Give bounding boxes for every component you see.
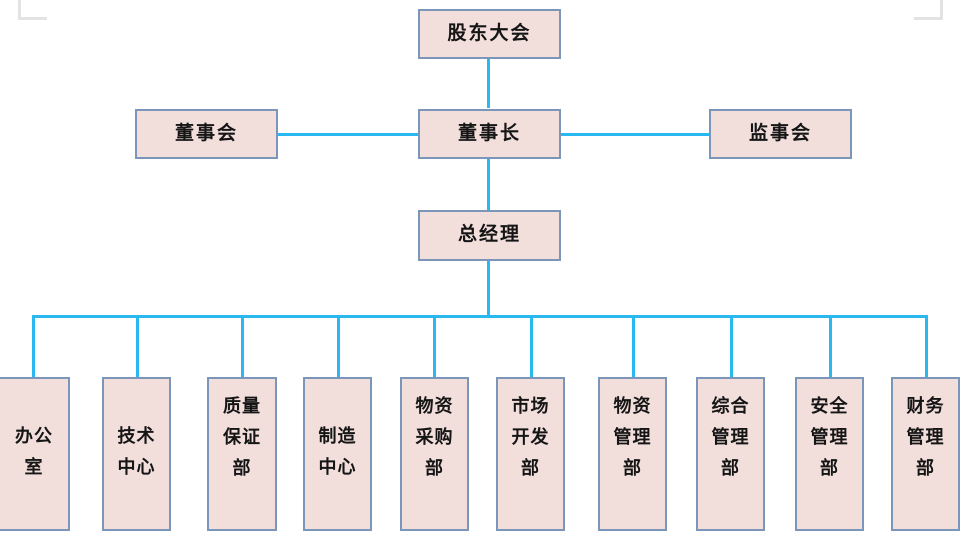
node-materials-procurement-dept[interactable]: 物资 采购 部 [400,377,469,531]
connector-general-manager-to-bus [487,261,490,317]
node-label-safety-management-dept: 安全 管理 部 [810,396,849,478]
connector-drop-market-development [530,315,533,377]
node-label-technology-center: 技术 中心 [117,426,156,477]
connector-drop-technology-center [136,315,139,377]
node-label-shareholders-meeting: 股东大会 [447,22,532,44]
node-label-manufacturing-center: 制造 中心 [318,426,357,477]
node-label-market-development-dept: 市场 开发 部 [511,396,550,478]
connector-drop-manufacturing-center [337,315,340,377]
connector-drop-general-management [730,315,733,377]
node-label-general-management-dept: 综合 管理 部 [711,396,750,478]
node-board-of-supervisors[interactable]: 监事会 [709,109,852,159]
connector-chairman-to-board-of-supervisors [560,133,710,136]
node-board-of-directors[interactable]: 董事会 [135,109,278,159]
node-label-quality-assurance-dept: 质量 保证 部 [223,396,261,478]
node-shareholders-meeting[interactable]: 股东大会 [418,9,561,59]
connector-chairman-to-board-of-directors [277,133,418,136]
connector-drop-materials-management [632,315,635,377]
node-label-board-of-supervisors: 监事会 [748,122,812,144]
node-general-manager[interactable]: 总经理 [418,210,561,261]
connector-department-bus [32,315,926,318]
node-label-materials-management-dept: 物资 管理 部 [613,396,652,478]
node-market-development-dept[interactable]: 市场 开发 部 [496,377,565,531]
node-materials-management-dept[interactable]: 物资 管理 部 [598,377,667,531]
node-finance-management-dept[interactable]: 财务 管理 部 [891,377,960,531]
node-label-finance-management-dept: 财务 管理 部 [906,396,945,478]
node-manufacturing-center[interactable]: 制造 中心 [303,377,372,531]
node-technology-center[interactable]: 技术 中心 [102,377,171,531]
node-label-general-manager: 总经理 [457,224,521,246]
node-office[interactable]: 办公 室 [0,377,70,531]
corner-mark-top-left [18,0,47,20]
corner-mark-top-right [914,0,943,20]
node-safety-management-dept[interactable]: 安全 管理 部 [795,377,864,531]
connector-drop-quality-assurance [241,315,244,377]
connector-chairman-to-general-manager [487,159,490,210]
node-label-office: 办公 室 [15,426,53,477]
node-general-management-dept[interactable]: 综合 管理 部 [696,377,765,531]
node-label-board-of-directors: 董事会 [174,122,238,144]
connector-shareholders-to-chairman [487,58,490,108]
connector-drop-office [32,315,35,377]
node-quality-assurance-dept[interactable]: 质量 保证 部 [207,377,277,531]
node-chairman[interactable]: 董事长 [418,109,561,159]
node-label-chairman: 董事长 [457,122,521,144]
connector-drop-finance-management [925,315,928,377]
node-label-materials-procurement-dept: 物资 采购 部 [415,396,454,478]
connector-drop-materials-procurement [433,315,436,377]
connector-drop-safety-management [829,315,832,377]
